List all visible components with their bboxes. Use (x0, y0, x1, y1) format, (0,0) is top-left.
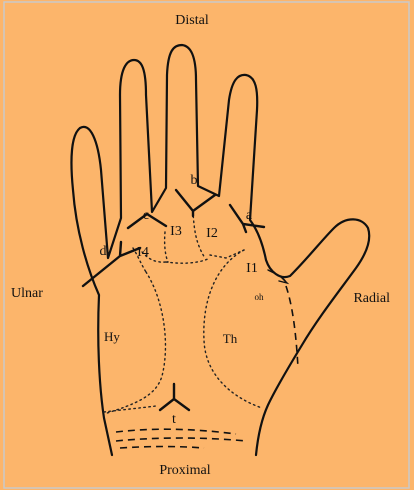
label-small-mark: oh (255, 292, 265, 302)
label-triradius-d: d (100, 244, 107, 259)
label-hypothenar: Hy (104, 329, 120, 344)
label-triradius-t: t (172, 412, 176, 427)
label-triradius-c: c (143, 208, 149, 223)
label-i1: I1 (246, 261, 258, 276)
label-ulnar: Ulnar (11, 286, 43, 301)
label-i3: I3 (170, 224, 182, 239)
label-i2: I2 (206, 226, 218, 241)
label-distal: Distal (175, 13, 209, 28)
label-triradius-a: a (246, 208, 253, 223)
label-triradius-b: b (191, 173, 198, 188)
label-proximal: Proximal (159, 463, 210, 478)
label-i4: I4 (137, 245, 149, 260)
label-thenar: Th (223, 331, 238, 346)
label-radial: Radial (353, 291, 390, 306)
